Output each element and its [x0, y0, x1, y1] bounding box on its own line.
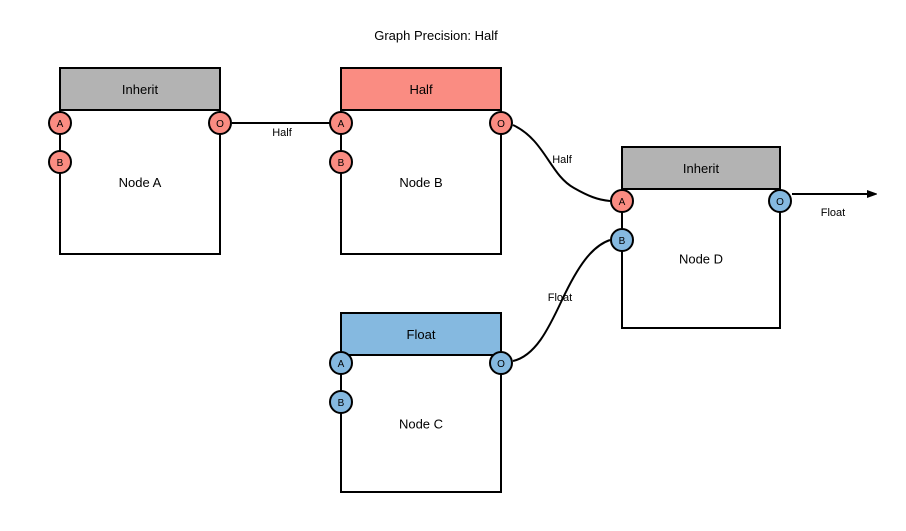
port-node-a-o[interactable]: O — [208, 111, 232, 135]
edge-label-edge-c-to-d: Float — [548, 292, 572, 304]
node-title-node-a: Node A — [119, 175, 162, 190]
port-node-b-a[interactable]: A — [329, 111, 353, 135]
port-label-node-c-o: O — [497, 359, 505, 370]
port-node-a-a[interactable]: A — [48, 111, 72, 135]
edge-edge-c-to-d[interactable] — [512, 239, 611, 362]
node-title-node-d: Node D — [679, 252, 723, 267]
port-label-node-d-a: A — [619, 197, 626, 208]
port-circle-node-b-o[interactable] — [489, 111, 513, 135]
port-circle-node-b-a[interactable] — [329, 111, 353, 135]
node-header-label-node-d: Inherit — [683, 161, 720, 176]
port-circle-node-c-b[interactable] — [329, 390, 353, 414]
port-circle-node-a-a[interactable] — [48, 111, 72, 135]
port-label-node-b-o: O — [497, 119, 505, 130]
edges-layer — [232, 122, 868, 362]
port-label-node-c-b: B — [338, 398, 345, 409]
port-node-b-b[interactable]: B — [329, 150, 353, 174]
port-circle-node-a-b[interactable] — [48, 150, 72, 174]
port-node-b-o[interactable]: O — [489, 111, 513, 135]
ports-layer: A B O A B O A B O A B O — [48, 111, 792, 414]
port-circle-node-a-o[interactable] — [208, 111, 232, 135]
edge-label-edge-a-to-b: Half — [272, 127, 293, 139]
node-header-node-a[interactable] — [59, 67, 221, 111]
port-label-node-d-o: O — [776, 197, 784, 208]
node-header-label-node-a: Inherit — [122, 82, 159, 97]
port-node-c-b[interactable]: B — [329, 390, 353, 414]
node-header-node-c[interactable] — [340, 312, 502, 356]
node-title-node-b: Node B — [399, 175, 442, 190]
port-node-c-o[interactable]: O — [489, 351, 513, 375]
port-circle-node-c-o[interactable] — [489, 351, 513, 375]
port-circle-node-d-b[interactable] — [610, 228, 634, 252]
port-label-node-b-a: A — [338, 119, 345, 130]
port-node-d-b[interactable]: B — [610, 228, 634, 252]
port-circle-node-b-b[interactable] — [329, 150, 353, 174]
port-label-node-a-b: B — [57, 158, 64, 169]
edge-label-edge-d-output: Float — [821, 207, 845, 219]
node-header-node-b[interactable] — [340, 67, 502, 111]
edge-edge-b-to-d[interactable] — [512, 124, 611, 202]
port-node-d-a[interactable]: A — [610, 189, 634, 213]
port-circle-node-d-o[interactable] — [768, 189, 792, 213]
port-node-c-a[interactable]: A — [329, 351, 353, 375]
port-label-node-a-a: A — [57, 119, 64, 130]
port-label-node-a-o: O — [216, 119, 224, 130]
node-header-node-d[interactable] — [621, 146, 781, 190]
port-node-a-b[interactable]: B — [48, 150, 72, 174]
page-title: Graph Precision: Half — [374, 28, 498, 43]
port-circle-node-d-a[interactable] — [610, 189, 634, 213]
port-circle-node-c-a[interactable] — [329, 351, 353, 375]
node-title-node-c: Node C — [399, 417, 443, 432]
edge-label-edge-b-to-d: Half — [552, 154, 573, 166]
port-node-d-o[interactable]: O — [768, 189, 792, 213]
port-label-node-c-a: A — [338, 359, 345, 370]
port-label-node-d-b: B — [619, 236, 626, 247]
node-header-label-node-b: Half — [409, 82, 433, 97]
port-label-node-b-b: B — [338, 158, 345, 169]
node-header-label-node-c: Float — [407, 327, 436, 342]
